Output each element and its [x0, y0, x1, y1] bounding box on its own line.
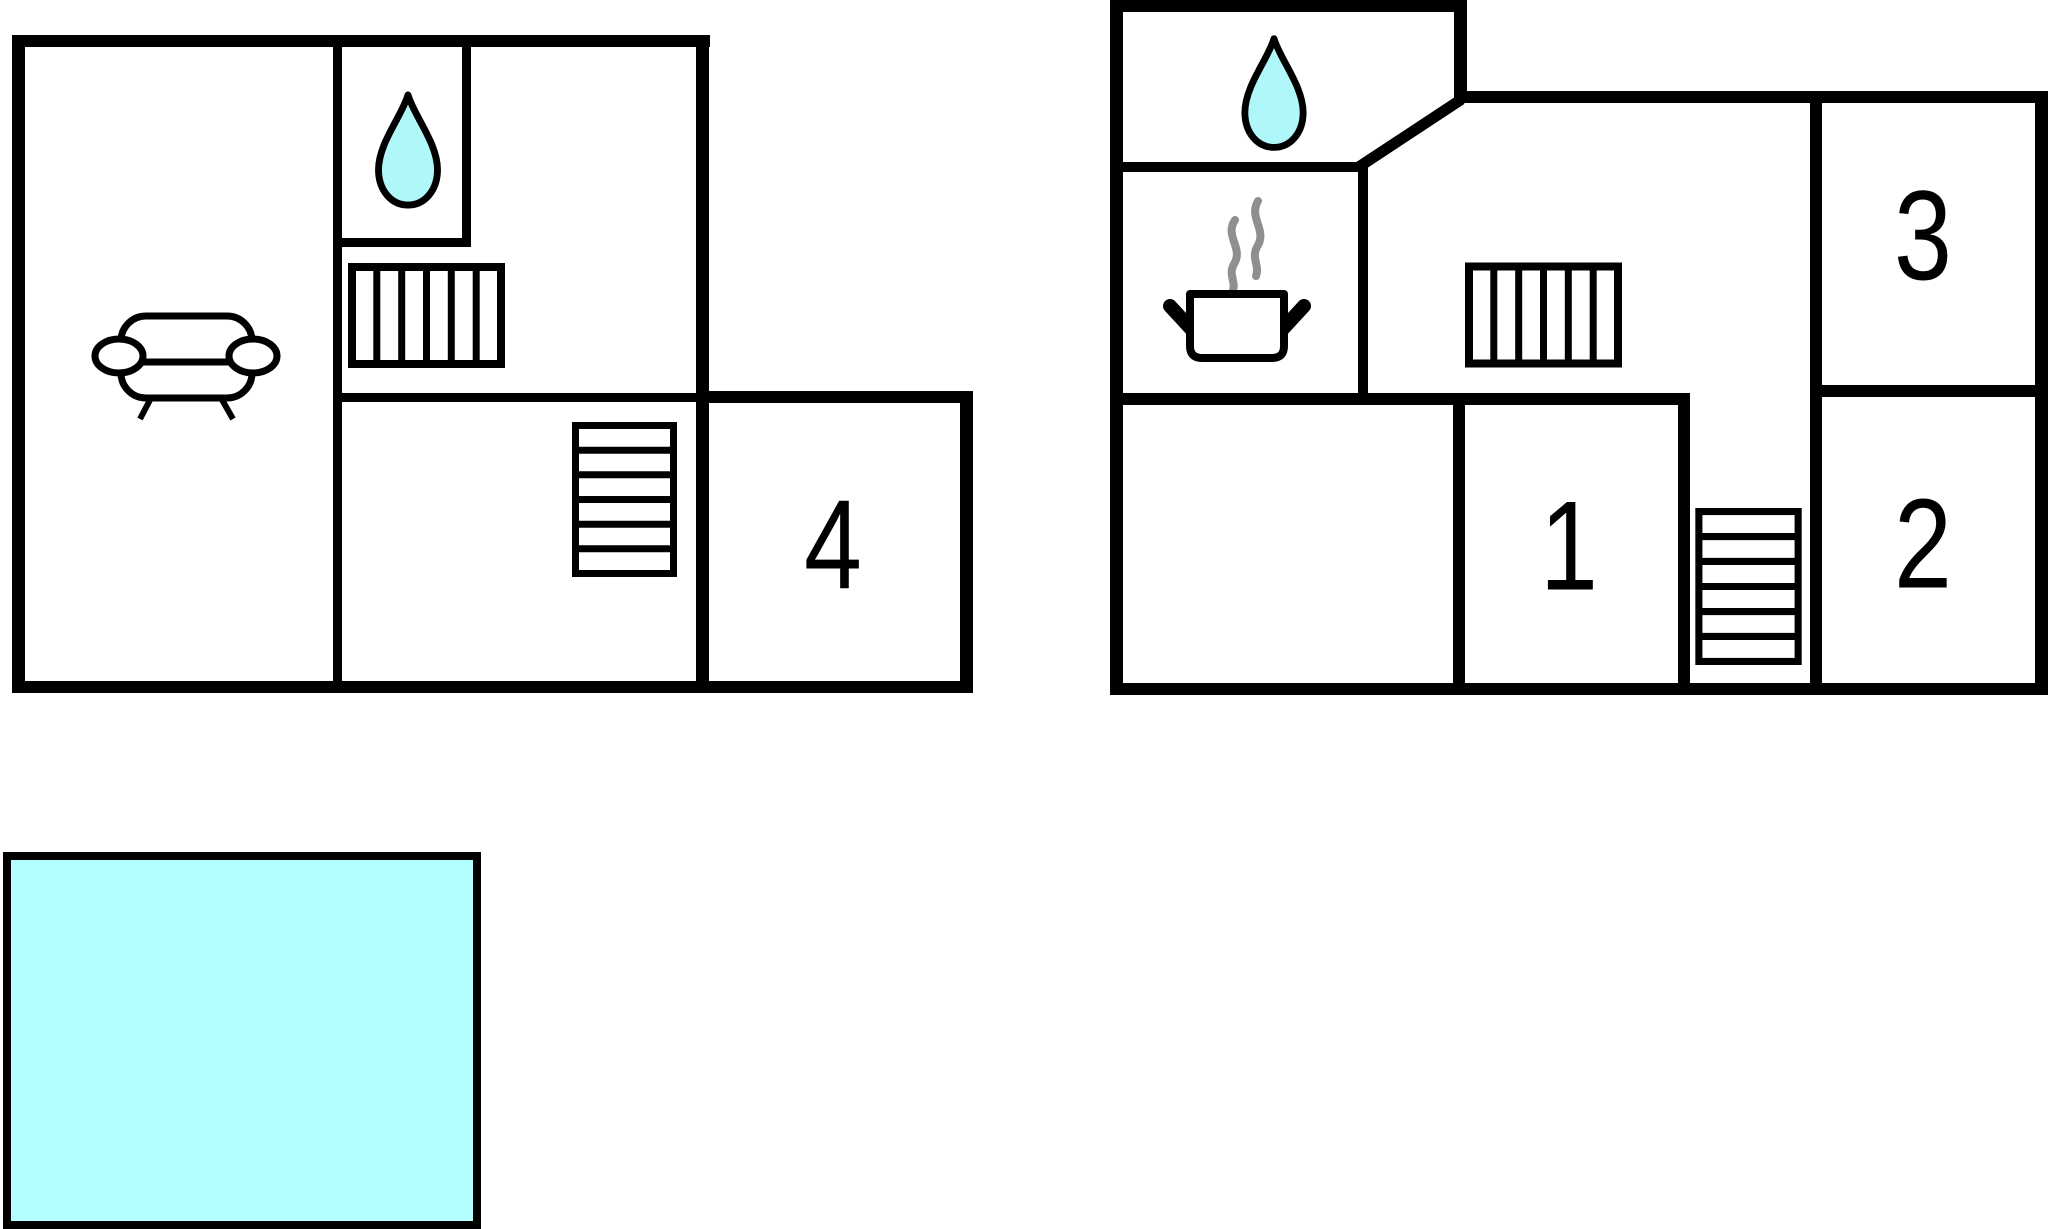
wall-diagonal [1354, 94, 1465, 173]
wall [1810, 103, 1822, 683]
room-label-1: 1 [1540, 474, 1598, 617]
wall [696, 391, 973, 403]
wall [1123, 162, 1363, 172]
wall [1822, 385, 2035, 397]
wall [1454, 91, 2048, 103]
stairs-icon [1695, 508, 1802, 665]
room-label-4: 4 [804, 473, 862, 616]
wall [696, 35, 709, 693]
cooking-pot-icon [1163, 290, 1311, 362]
sofa-icon [91, 312, 281, 421]
wall [1110, 0, 1467, 12]
wall [333, 238, 471, 247]
wall [1358, 162, 1368, 403]
wall [12, 35, 710, 47]
radiator-icon [1465, 262, 1622, 368]
wall [1453, 393, 1465, 693]
room-label-3: 3 [1894, 164, 1952, 307]
wall [2035, 91, 2048, 695]
radiator-icon [348, 263, 505, 368]
wall [1123, 393, 1690, 405]
wall [12, 35, 25, 693]
wall [333, 393, 702, 402]
wall [960, 391, 973, 693]
stairs-icon [572, 422, 677, 577]
wall [12, 681, 973, 693]
wall [1454, 0, 1467, 103]
room-label-2: 2 [1894, 472, 1952, 615]
wall [1110, 683, 2048, 695]
swimming-pool [3, 852, 481, 1229]
steam-icon [1227, 197, 1265, 294]
wall [462, 41, 471, 247]
wall [1678, 393, 1690, 693]
wall [1110, 0, 1123, 695]
wall [333, 41, 342, 686]
water-drop-icon [375, 91, 441, 209]
water-drop-icon [1241, 35, 1307, 151]
